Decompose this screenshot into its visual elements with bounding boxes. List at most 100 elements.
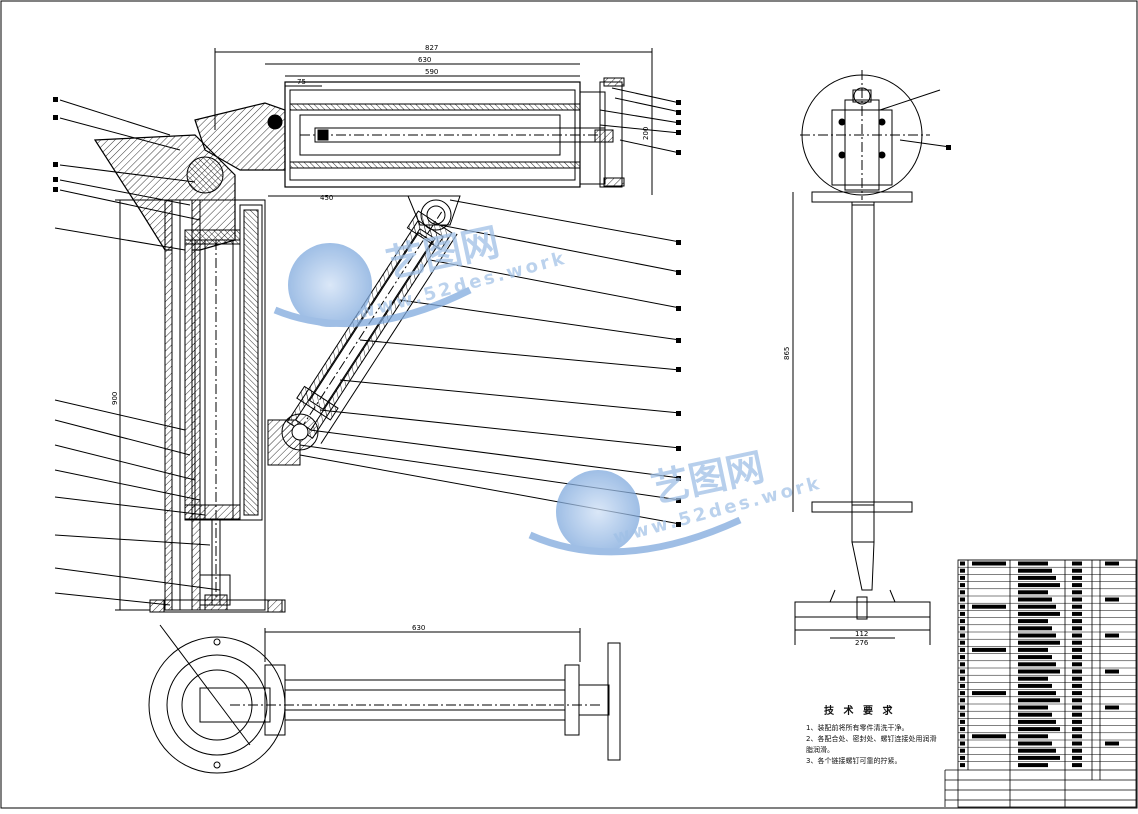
watermark-logo-1 xyxy=(273,243,472,328)
bom-redacted-cell xyxy=(960,741,965,746)
bom-redacted-cell xyxy=(960,647,965,652)
dim-900-left: 900 xyxy=(111,392,119,405)
bom-redacted-cell xyxy=(1018,626,1052,631)
bom-redacted-cell xyxy=(1072,575,1082,580)
bom-redacted-cell xyxy=(1018,604,1056,609)
bom-redacted-cell xyxy=(972,604,1006,609)
bom-redacted-cell xyxy=(1018,691,1056,696)
dim-827: 827 xyxy=(425,44,438,52)
bom-redacted-cell xyxy=(1018,655,1052,660)
bom-redacted-cell xyxy=(1105,597,1119,602)
bom-redacted-cell xyxy=(972,561,1006,566)
dim-630-bottom: 630 xyxy=(412,624,425,632)
dim-75: 75 xyxy=(297,78,306,86)
tech-note-3: 脂润滑。 xyxy=(806,746,834,754)
bom-redacted-cell xyxy=(960,619,965,624)
watermark-logo-2 xyxy=(528,470,742,556)
bom-redacted-cell xyxy=(960,597,965,602)
bom-redacted-cell xyxy=(1072,662,1082,667)
bom-redacted-cell xyxy=(972,734,1006,739)
bom-redacted-cell xyxy=(960,683,965,688)
bom-table xyxy=(944,559,1137,808)
side-view xyxy=(792,70,951,645)
bom-redacted-cell xyxy=(1018,561,1048,566)
bom-redacted-cell xyxy=(1072,698,1082,703)
bom-redacted-cell xyxy=(972,647,1006,652)
dim-276: 276 xyxy=(855,639,869,647)
bom-redacted-cell xyxy=(960,705,965,710)
bom-redacted-cell xyxy=(1018,683,1052,688)
bom-redacted-cell xyxy=(1072,748,1082,753)
bom-redacted-cell xyxy=(1072,597,1082,602)
bom-redacted-cell xyxy=(1072,727,1082,732)
bottom-view xyxy=(148,624,621,774)
bom-redacted-cell xyxy=(1018,662,1056,667)
bom-redacted-cell xyxy=(1072,590,1082,595)
bom-redacted-cell xyxy=(1072,626,1082,631)
bom-redacted-cell xyxy=(1018,712,1052,717)
bom-redacted-cell xyxy=(1018,619,1048,624)
bom-redacted-cell xyxy=(960,698,965,703)
bom-redacted-cell xyxy=(1072,683,1082,688)
tech-note-4: 3、各个链接螺钉可靠的拧紧。 xyxy=(806,757,902,765)
bom-redacted-cell xyxy=(960,734,965,739)
bom-redacted-cell xyxy=(1072,705,1082,710)
bom-redacted-cell xyxy=(1105,633,1119,638)
bom-redacted-cell xyxy=(1018,741,1052,746)
bom-redacted-cell xyxy=(1072,734,1082,739)
bom-redacted-cell xyxy=(960,727,965,732)
bom-redacted-cell xyxy=(1072,647,1082,652)
bom-redacted-cell xyxy=(1072,655,1082,660)
bom-redacted-cell xyxy=(960,676,965,681)
bom-redacted-cell xyxy=(1018,590,1048,595)
bom-redacted-cell xyxy=(1072,763,1082,768)
tech-note-2: 2、各配合处、密封处、螺钉连接处用润滑 xyxy=(806,735,937,743)
bom-redacted-cell xyxy=(960,568,965,573)
tech-notes-title: 技 术 要 求 xyxy=(824,706,896,717)
bom-redacted-cell xyxy=(1018,597,1052,602)
dim-450: 450 xyxy=(320,194,333,202)
bom-redacted-cell xyxy=(1072,633,1082,638)
bom-redacted-cell xyxy=(1105,561,1119,566)
dim-590: 590 xyxy=(425,68,438,76)
bom-redacted-cell xyxy=(1018,633,1056,638)
bom-redacted-cell xyxy=(960,590,965,595)
bom-redacted-cell xyxy=(1072,755,1082,760)
bom-redacted-cell xyxy=(1072,719,1082,724)
dim-865: 865 xyxy=(783,347,791,360)
bom-redacted-cell xyxy=(1072,561,1082,566)
bom-redacted-cell xyxy=(1072,619,1082,624)
bom-redacted-cell xyxy=(1018,755,1060,760)
bom-redacted-cell xyxy=(960,561,965,566)
bom-redacted-cell xyxy=(972,691,1006,696)
bom-redacted-cell xyxy=(960,575,965,580)
bom-redacted-cell xyxy=(1018,611,1060,616)
technical-requirements: 技 术 要 求 1、装配前将所有零件清洗干净。 2、各配合处、密封处、螺钉连接处… xyxy=(806,706,956,767)
bom-redacted-cell xyxy=(1072,611,1082,616)
bom-redacted-cell xyxy=(1072,669,1082,674)
bom-redacted-cell xyxy=(960,755,965,760)
bom-redacted-cell xyxy=(960,626,965,631)
bom-redacted-cell xyxy=(1072,568,1082,573)
tech-note-1: 1、装配前将所有零件清洗干净。 xyxy=(806,724,909,732)
bom-redacted-cell xyxy=(1105,705,1119,710)
bom-redacted-cell xyxy=(1105,741,1119,746)
bom-redacted-cell xyxy=(1018,676,1048,681)
bom-redacted-cell xyxy=(1072,741,1082,746)
bom-redacted-cell xyxy=(960,669,965,674)
bom-redacted-cell xyxy=(1072,712,1082,717)
bom-redacted-cell xyxy=(1018,647,1048,652)
bom-redacted-cell xyxy=(960,719,965,724)
bom-redacted-cell xyxy=(1072,640,1082,645)
bom-redacted-cell xyxy=(1018,568,1052,573)
bom-redacted-cell xyxy=(960,748,965,753)
part-balloons xyxy=(53,97,951,527)
bom-redacted-cell xyxy=(960,662,965,667)
bom-redacted-cell xyxy=(960,604,965,609)
front-view xyxy=(54,48,681,613)
bom-redacted-cell xyxy=(1105,669,1119,674)
bom-redacted-cell xyxy=(960,712,965,717)
bom-redacted-cell xyxy=(960,640,965,645)
